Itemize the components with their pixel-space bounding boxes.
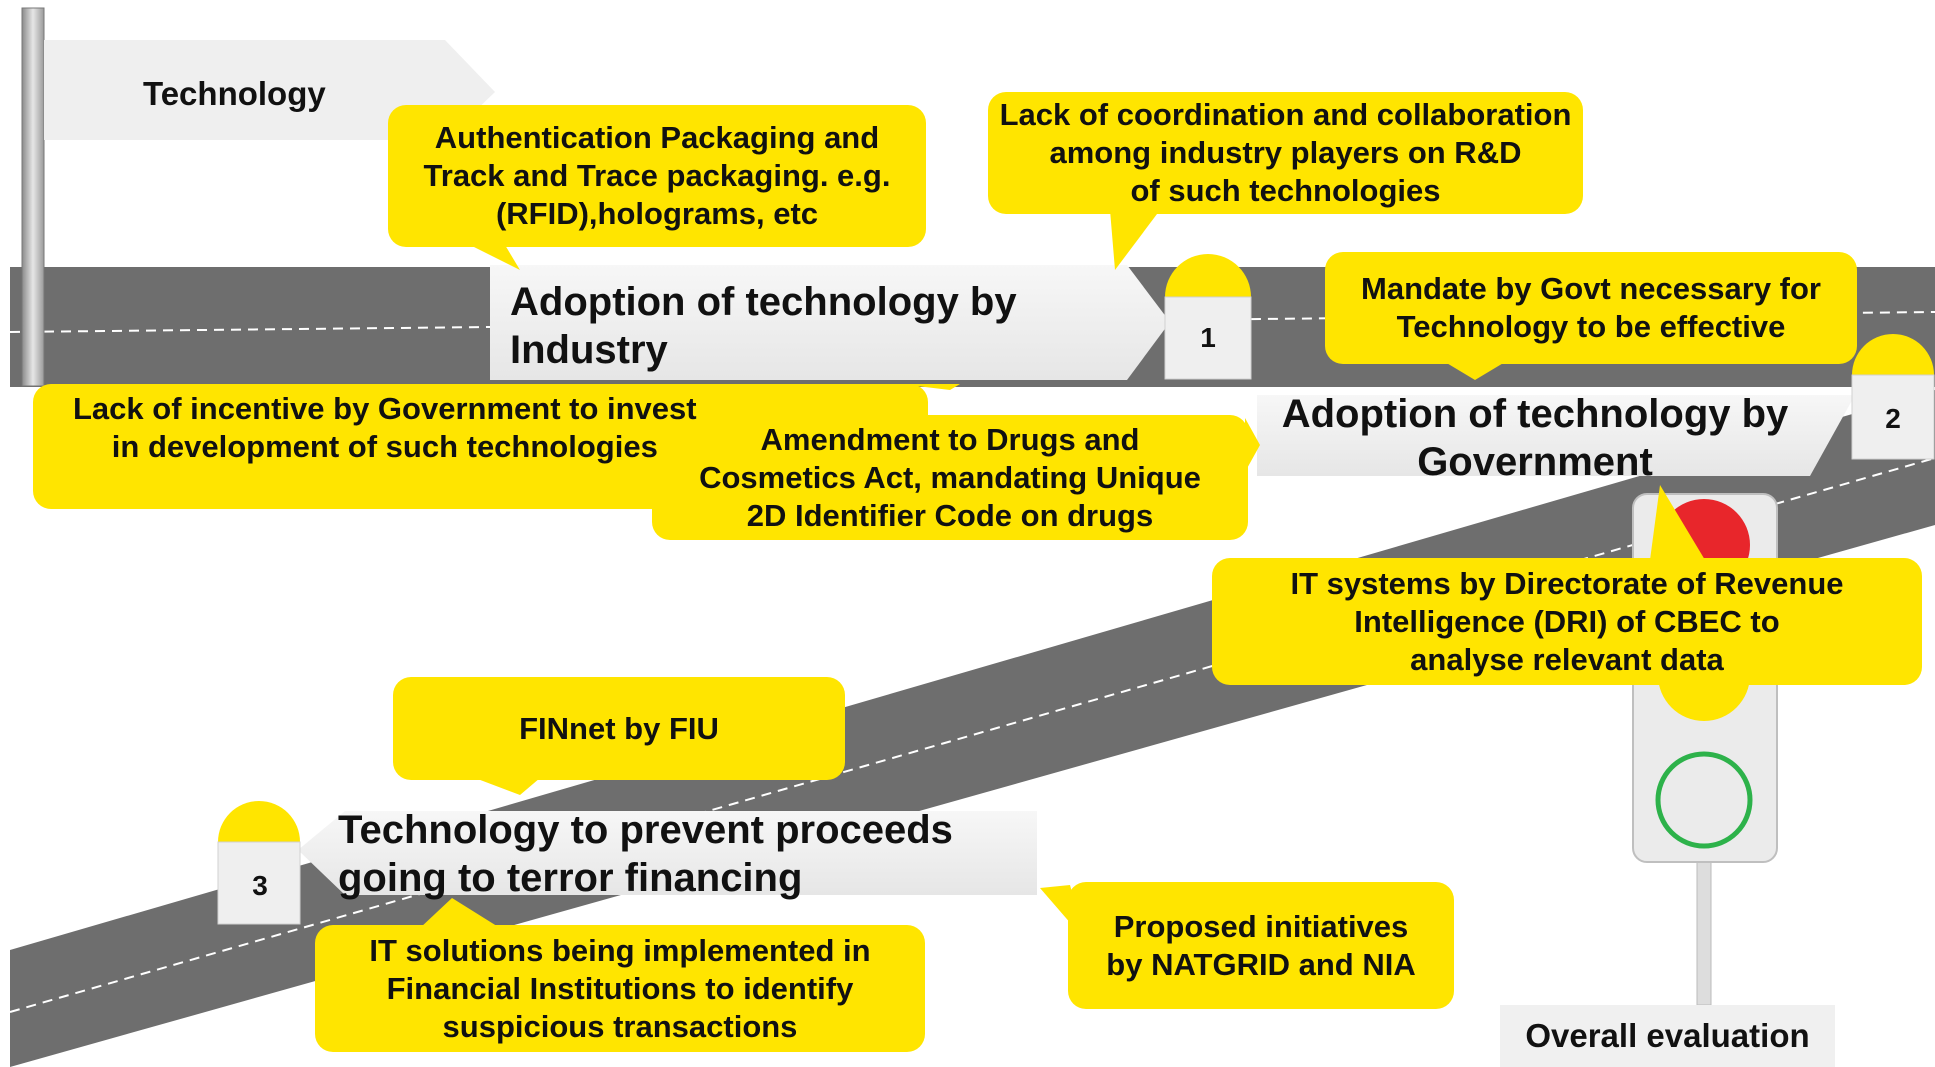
- milestone-1-sign: [490, 265, 1170, 380]
- technology-label: Technology: [143, 75, 326, 112]
- callout-proposed-initiatives-bubble: [1040, 882, 1454, 1009]
- callout-it-solutions-fi-bubble: [315, 898, 925, 1052]
- callout-authentication-packaging-bubble: [388, 105, 926, 270]
- callout-it-solutions-fi: IT solutions being implemented in Financ…: [369, 932, 871, 1044]
- callout-it-systems-dri: IT systems by Directorate of Revenue Int…: [1290, 565, 1844, 677]
- milestone-2-title: Adoption of technology by Government: [1281, 392, 1789, 484]
- milestone-1-title: Adoption of technology by Industry: [510, 280, 1017, 372]
- callout-finnet-bubble: [393, 677, 845, 795]
- callout-proposed-initiatives: Proposed initiatives by NATGRID and NIA: [1106, 908, 1416, 982]
- milestone-2-number: 2: [1885, 403, 1901, 434]
- callout-it-systems-dri-bubble: [1212, 485, 1922, 685]
- overall-evaluation-panel: [1500, 1005, 1835, 1067]
- milestone-3-number: 3: [252, 870, 268, 901]
- callout-lack-coordination: Lack of coordination and collaboration a…: [999, 97, 1572, 208]
- callout-lack-coordination-bubble: [988, 92, 1583, 270]
- milestone-2-sign: [1257, 395, 1855, 476]
- callout-amendment-drugs-bubble: [652, 415, 1260, 540]
- callout-mandate-govt: Mandate by Govt necessary for Technology…: [1361, 271, 1821, 344]
- milestone-3-marker: [217, 801, 301, 925]
- callout-mandate-govt-bubble: [1325, 252, 1857, 380]
- technology-sign: [44, 40, 495, 140]
- milestone-2-marker: [1851, 334, 1935, 460]
- milestone-3-title: Technology to prevent proceeds going to …: [338, 808, 953, 900]
- overall-evaluation-label: Overall evaluation: [1525, 1017, 1810, 1054]
- milestone-3-sign: [298, 811, 1037, 895]
- green-light: [1655, 751, 1753, 849]
- milestone-1-marker: [1164, 254, 1252, 380]
- milestone-1-number: 1: [1200, 322, 1216, 353]
- callout-lack-incentive: Lack of incentive by Government to inves…: [73, 391, 697, 464]
- signpost-pole: [21, 7, 45, 387]
- callout-amendment-drugs: Amendment to Drugs and Cosmetics Act, ma…: [699, 421, 1201, 533]
- callout-finnet: FINnet by FIU: [519, 710, 719, 746]
- callout-authentication-packaging: Authentication Packaging and Track and T…: [423, 120, 891, 231]
